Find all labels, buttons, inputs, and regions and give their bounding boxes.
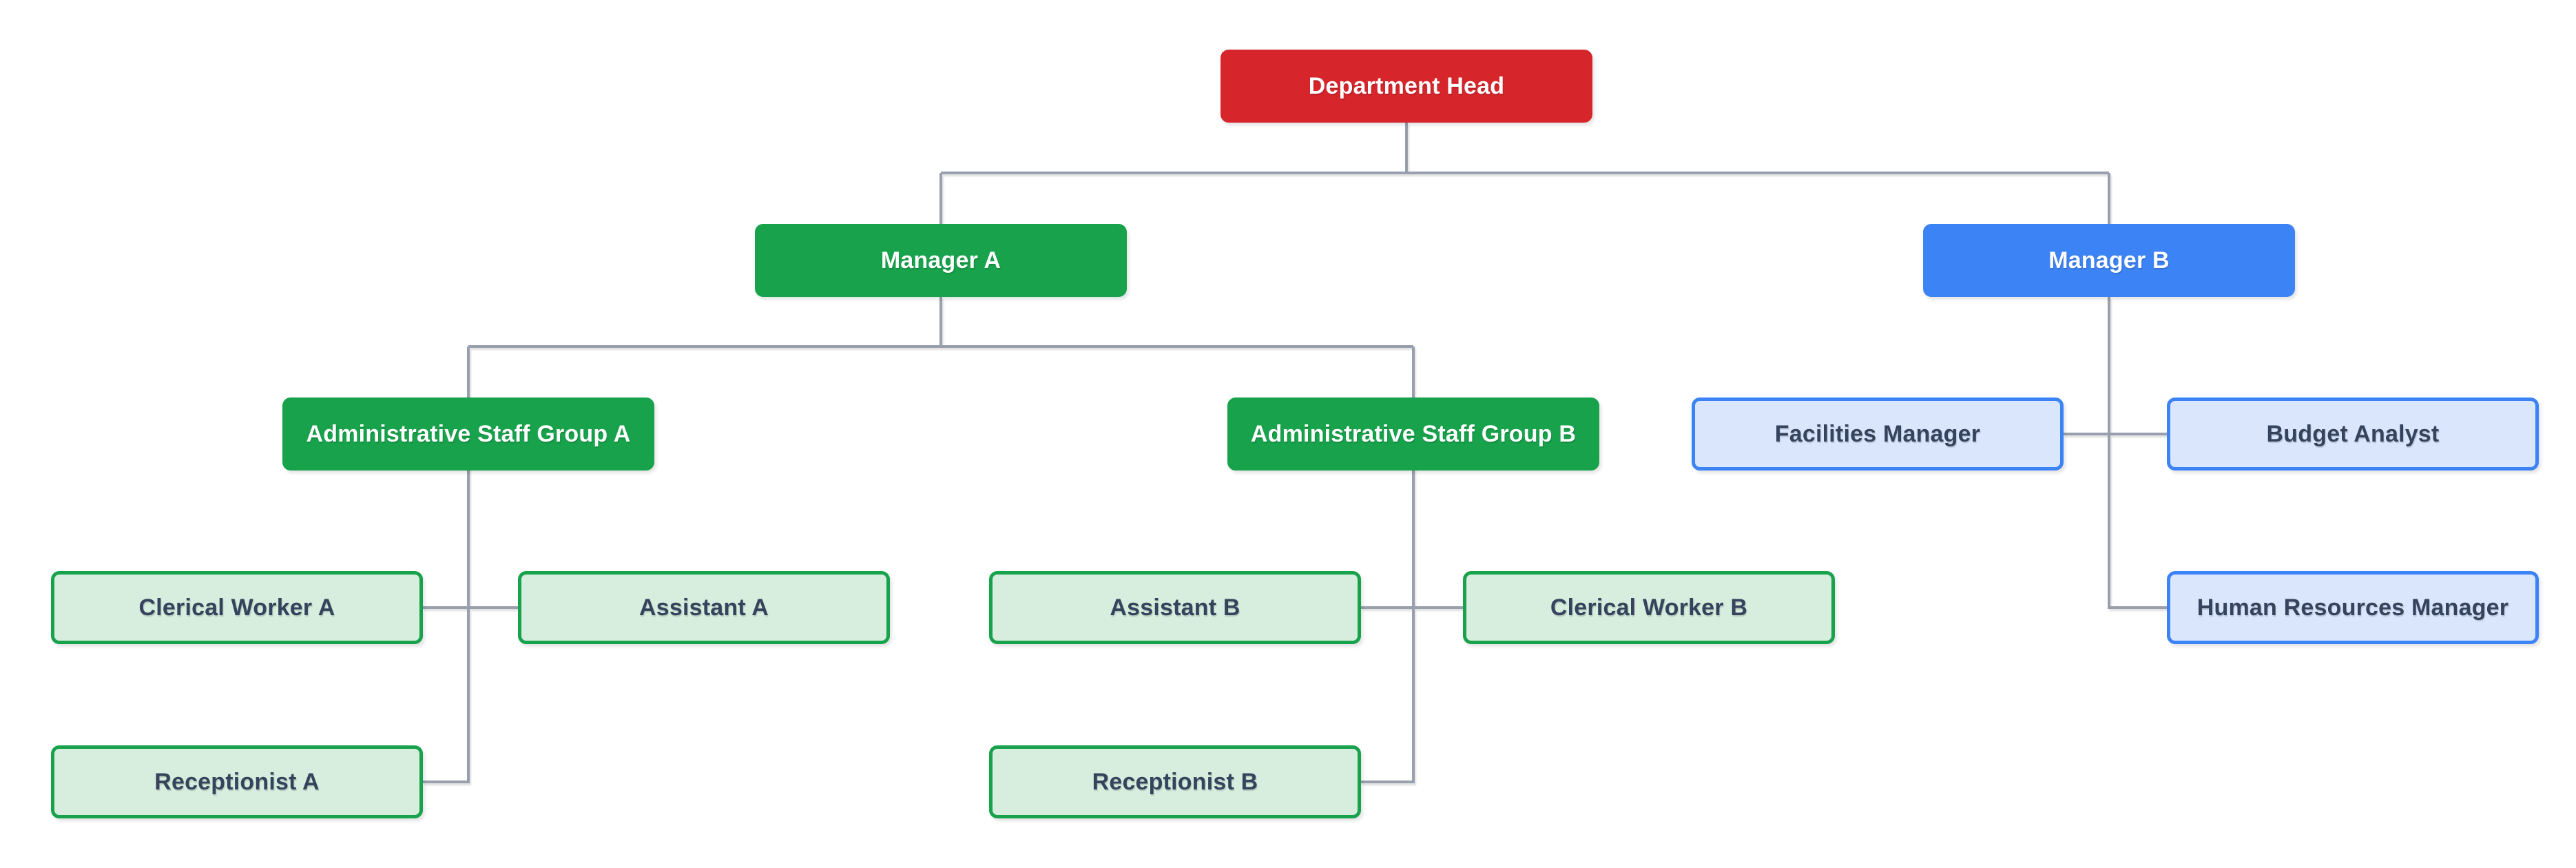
connector-manager-b-trunk xyxy=(2108,297,2167,609)
org-node-label-clerical-worker-b: Clerical Worker B xyxy=(1550,594,1748,621)
org-node-label-manager-a: Manager A xyxy=(880,247,1001,273)
org-node-label-receptionist-a: Receptionist A xyxy=(154,768,320,795)
org-node-label-clerical-worker-a: Clerical Worker A xyxy=(138,594,335,621)
org-node-admin-staff-group-b[interactable]: Administrative Staff Group B xyxy=(1227,397,1599,471)
org-node-budget-analyst[interactable]: Budget Analyst xyxy=(2167,397,2539,471)
org-node-department-head[interactable]: Department Head xyxy=(1221,50,1592,123)
org-node-label-department-head: Department Head xyxy=(1308,72,1505,99)
org-node-label-human-resources-manager: Human Resources Manager xyxy=(2196,594,2509,621)
org-node-label-assistant-b: Assistant B xyxy=(1110,594,1240,621)
org-node-assistant-b[interactable]: Assistant B xyxy=(989,571,1361,644)
org-node-manager-b[interactable]: Manager B xyxy=(1923,224,2295,297)
org-node-receptionist-b[interactable]: Receptionist B xyxy=(989,745,1361,818)
org-node-admin-staff-group-a[interactable]: Administrative Staff Group A xyxy=(282,397,654,471)
org-node-label-admin-staff-group-b: Administrative Staff Group B xyxy=(1250,420,1577,447)
org-node-clerical-worker-a[interactable]: Clerical Worker A xyxy=(51,571,423,644)
org-node-label-facilities-manager: Facilities Manager xyxy=(1774,420,1981,447)
org-node-assistant-a[interactable]: Assistant A xyxy=(518,571,890,644)
org-node-facilities-manager[interactable]: Facilities Manager xyxy=(1692,397,2064,471)
org-node-clerical-worker-b[interactable]: Clerical Worker B xyxy=(1463,571,1835,644)
org-node-human-resources-manager[interactable]: Human Resources Manager xyxy=(2167,571,2539,644)
connector-group-a-trunk xyxy=(423,347,470,783)
connector-group-b-trunk xyxy=(1361,347,1415,783)
org-node-label-manager-b: Manager B xyxy=(2048,247,2170,273)
org-node-label-budget-analyst: Budget Analyst xyxy=(2266,420,2440,447)
org-node-label-assistant-a: Assistant A xyxy=(639,594,769,621)
org-node-receptionist-a[interactable]: Receptionist A xyxy=(51,745,423,818)
org-node-manager-a[interactable]: Manager A xyxy=(755,224,1127,297)
org-node-label-receptionist-b: Receptionist B xyxy=(1092,768,1258,795)
org-node-label-admin-staff-group-a: Administrative Staff Group A xyxy=(306,420,631,447)
